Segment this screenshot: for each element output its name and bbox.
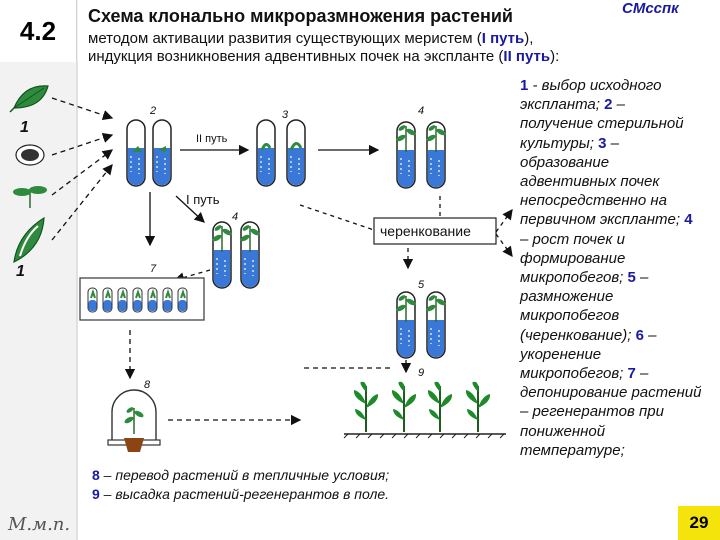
legend-text: – укоренение микропобегов; <box>520 326 657 383</box>
legend-num: 5 <box>627 269 636 287</box>
cutting-box <box>373 217 497 245</box>
legend-num: 4 <box>684 211 693 229</box>
legend-num: 2 <box>604 96 613 114</box>
stage-3-tubes <box>256 119 306 187</box>
stage-2-tubes <box>126 119 172 187</box>
arrow <box>51 97 114 121</box>
page-number-badge: 29 <box>678 506 720 540</box>
author-initials: М.м.п. <box>8 514 71 535</box>
label-4-top: 4 <box>418 105 424 117</box>
connector <box>299 204 375 231</box>
bottom-note: 8 – перевод растений в тепличные условия… <box>92 466 389 504</box>
subtitle-path-one: I путь <box>481 30 525 47</box>
seedling-explant <box>13 186 47 208</box>
label-5: 5 <box>418 279 425 291</box>
arrow <box>51 163 113 241</box>
legend-text: – рост почек и формирование микропобегов… <box>520 230 628 287</box>
stage-4-tubes-middle <box>210 221 262 289</box>
page-title: Схема клонально микроразмножения растени… <box>88 6 513 26</box>
subtitle: методом активации развития существующих … <box>88 30 648 66</box>
leaf-explant-2 <box>13 216 45 264</box>
label-7: 7 <box>150 263 157 275</box>
label-1-bottom: 1 <box>16 263 25 280</box>
subtitle-path-two: II путь <box>503 48 551 65</box>
greenhouse-jar <box>107 389 161 452</box>
path-one-label: I путь <box>186 192 220 207</box>
label-3: 3 <box>282 109 289 121</box>
arrow <box>51 149 114 196</box>
legend-num: 6 <box>635 326 644 344</box>
arrow <box>495 233 513 258</box>
legend: 1 - выбор исходного экспланта; 2 – получ… <box>520 76 702 460</box>
note-text: – высадка растений-регенерантов в поле. <box>99 486 390 502</box>
note-num: 8 <box>92 467 100 483</box>
seed-explant <box>15 144 45 166</box>
note-text: – перевод растений в тепличные условия; <box>99 467 390 483</box>
arrow <box>173 269 211 283</box>
subtitle-line2-b: ): <box>550 48 560 65</box>
legend-text: – получение стерильной культуры; <box>520 96 684 152</box>
section-number: 4.2 <box>0 0 77 62</box>
label-2: 2 <box>149 105 156 117</box>
arrow <box>175 195 205 223</box>
cutting-label: черенкование <box>380 223 471 239</box>
subtitle-line1-a: методом активации развития существующих … <box>88 30 482 47</box>
field-plants <box>343 380 506 439</box>
corner-tag: СМсспк <box>622 0 679 17</box>
legend-num: 7 <box>627 365 636 383</box>
legend-num: 1 <box>520 77 529 94</box>
subtitle-line2-a: индукция возникновения адвентивных почек… <box>88 48 504 65</box>
legend-text: – размножение микропобегов (черенкование… <box>520 269 649 344</box>
legend-num: 3 <box>598 134 607 152</box>
sidebar-divider <box>76 62 78 540</box>
arrow <box>495 208 513 233</box>
path-two-label: II путь <box>196 133 228 145</box>
legend-text: - выбор исходного экспланта; <box>520 77 662 114</box>
label-1: 1 <box>20 119 29 136</box>
legend-text: – депонирование растений – регенерантов … <box>520 365 702 459</box>
label-8: 8 <box>144 379 151 391</box>
stage-5-tubes <box>394 291 448 359</box>
stage-7-depository <box>79 277 205 321</box>
label-9: 9 <box>418 367 424 379</box>
stage-4-tubes-top <box>394 121 448 189</box>
arrow <box>51 132 114 156</box>
subtitle-line1-b: ), <box>524 30 534 47</box>
note-num: 9 <box>92 486 100 502</box>
label-4-middle: 4 <box>232 211 238 223</box>
legend-text: – образование адвентивных почек непосред… <box>520 134 685 229</box>
leaf-explant-1 <box>9 85 49 113</box>
